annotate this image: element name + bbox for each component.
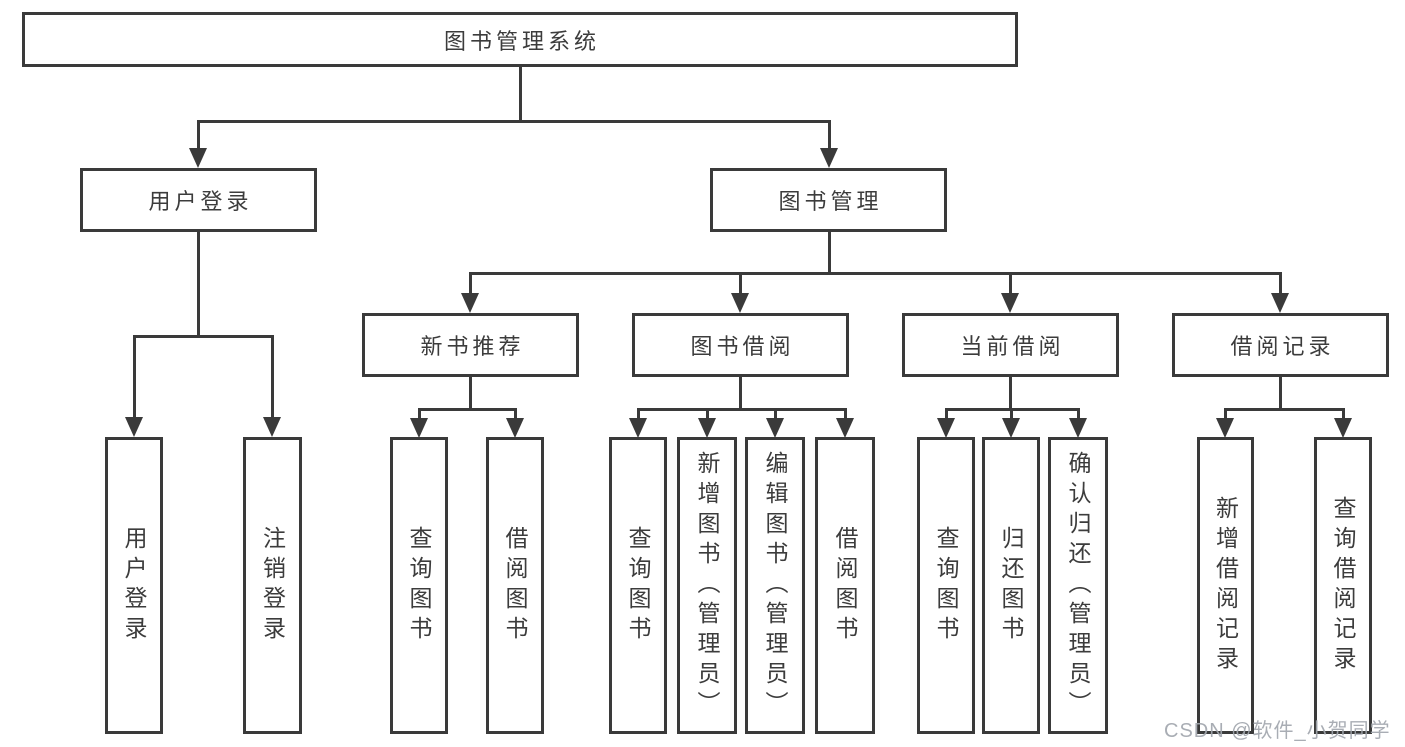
leaf-borrow-books-1: 借阅图书 (486, 437, 544, 734)
arrowhead-icon (263, 417, 281, 437)
arrowhead-icon (1216, 418, 1234, 438)
arrowhead-icon (766, 418, 784, 438)
node-book-borrow: 图书借阅 (632, 313, 849, 377)
connector-line (197, 120, 831, 123)
arrowhead-icon (461, 293, 479, 313)
arrowhead-icon (698, 418, 716, 438)
arrowhead-icon (410, 418, 428, 438)
leaf-add-borrow-record: 新增借阅记录 (1197, 437, 1254, 734)
arrowhead-icon (629, 418, 647, 438)
connector-line (844, 408, 847, 422)
leaf-logout: 注销登录 (243, 437, 302, 734)
connector-line (197, 120, 200, 150)
arrowhead-icon (820, 148, 838, 168)
arrowhead-icon (836, 418, 854, 438)
arrowhead-icon (1069, 418, 1087, 438)
leaf-user-login: 用户登录 (105, 437, 163, 734)
node-new-book-recommend-label: 新书推荐 (420, 334, 525, 359)
node-book-management-label: 图书管理 (778, 189, 883, 214)
arrowhead-icon (1001, 293, 1019, 313)
arrowhead-icon (1002, 418, 1020, 438)
node-user-login-label: 用户登录 (148, 189, 253, 214)
arrowhead-icon (937, 418, 955, 438)
connector-line (469, 272, 472, 297)
node-book-management: 图书管理 (710, 168, 947, 232)
csdn-watermark: CSDN @软件_小贺同学 (1164, 720, 1391, 742)
connector-line (1279, 272, 1282, 297)
connector-line (637, 408, 846, 411)
node-borrow-records-label: 借阅记录 (1230, 334, 1335, 359)
connector-line (945, 408, 948, 422)
leaf-query-borrow-record: 查询借阅记录 (1314, 437, 1372, 734)
connector-line (1224, 408, 1344, 411)
leaf-query-books-2: 查询图书 (609, 437, 667, 734)
connector-line (828, 120, 831, 150)
arrowhead-icon (1334, 418, 1352, 438)
node-current-borrow: 当前借阅 (902, 313, 1119, 377)
node-new-book-recommend: 新书推荐 (362, 313, 579, 377)
connector-line (418, 408, 421, 422)
arrowhead-icon (1271, 293, 1289, 313)
connector-line (133, 335, 136, 420)
node-borrow-records: 借阅记录 (1172, 313, 1389, 377)
node-book-borrow-label: 图书借阅 (690, 334, 795, 359)
leaf-edit-books-admin: 编辑图书（管理员） (745, 437, 805, 734)
leaf-query-books-3: 查询图书 (917, 437, 975, 734)
connector-line (1009, 377, 1012, 408)
leaf-add-books-admin: 新增图书（管理员） (677, 437, 737, 734)
connector-line (1224, 408, 1227, 422)
connector-line (1279, 377, 1282, 408)
node-user-login: 用户登录 (80, 168, 317, 232)
connector-line (739, 377, 742, 408)
connector-line (133, 335, 273, 338)
leaf-confirm-return-admin: 确认归还（管理员） (1048, 437, 1108, 734)
node-root-label: 图书管理系统 (443, 28, 600, 54)
connector-line (828, 232, 831, 274)
leaf-borrow-books-2: 借阅图书 (815, 437, 875, 734)
connector-line (271, 335, 274, 420)
connector-line (1077, 408, 1080, 422)
connector-line (706, 408, 709, 422)
leaf-return-books: 归还图书 (982, 437, 1040, 734)
connector-line (774, 408, 777, 422)
connector-line (197, 232, 200, 335)
connector-line (469, 272, 1281, 275)
connector-line (519, 66, 522, 120)
connector-line (1342, 408, 1345, 422)
connector-line (418, 408, 516, 411)
node-root: 图书管理系统 (22, 12, 1018, 67)
connector-line (514, 408, 517, 422)
arrowhead-icon (189, 148, 207, 168)
connector-line (469, 377, 472, 408)
leaf-query-books-1: 查询图书 (390, 437, 448, 734)
connector-line (1009, 272, 1012, 297)
arrowhead-icon (506, 418, 524, 438)
node-current-borrow-label: 当前借阅 (960, 334, 1065, 359)
connector-line (739, 272, 742, 297)
connector-line (1010, 408, 1013, 422)
arrowhead-icon (731, 293, 749, 313)
arrowhead-icon (125, 417, 143, 437)
connector-line (637, 408, 640, 422)
